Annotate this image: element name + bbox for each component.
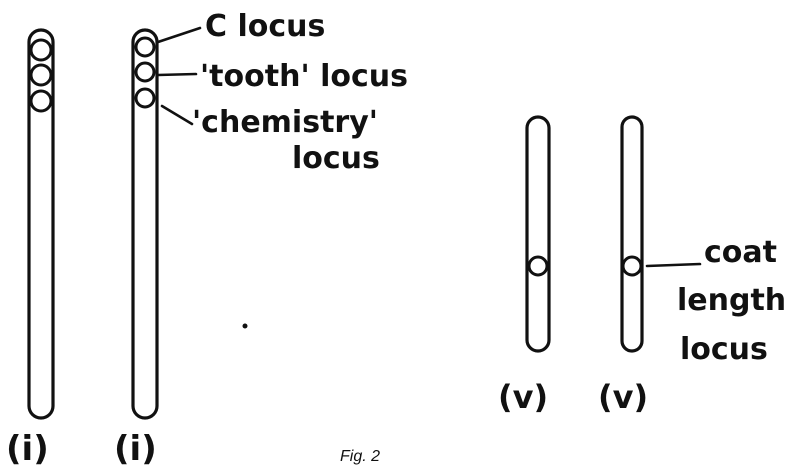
locus-marker-chemistry [29,89,53,113]
coat-length-label-line3: locus [680,332,768,367]
chromosome-i-right [131,28,159,420]
chemistry-locus-label-line1: 'chemistry' [192,105,378,140]
stray-ink-dot [242,323,248,329]
leader-line-c-locus [156,26,202,44]
locus-marker-coat-length [527,255,549,277]
figure-caption: Fig. 2 [340,448,380,465]
c-locus-label: C locus [205,9,325,44]
leader-line-coat-length-locus [645,262,702,268]
locus-marker-tooth [29,63,53,87]
locus-marker-c [134,36,156,58]
coat-length-label-line1: coat [704,235,777,270]
locus-marker-chemistry [134,87,156,109]
chromosome-body [27,28,55,420]
locus-marker-tooth [134,61,156,83]
pair-label-v-right: (v) [598,378,648,416]
chromosome-v-right [620,115,644,353]
leader-line-chemistry-locus [160,104,194,126]
tooth-locus-label: 'tooth' locus [200,59,408,94]
coat-length-label-line2: length [677,283,786,318]
chromosome-v-left [525,115,551,353]
pair-label-i-left: (i) [6,429,49,469]
chromosome-body [525,115,551,353]
leader-line-tooth-locus [156,72,198,77]
chromosome-body [620,115,644,353]
pair-label-v-left: (v) [498,378,548,416]
locus-marker-c [29,38,53,62]
chromosome-i-left [27,28,55,420]
chemistry-locus-label-line2: locus [292,141,380,176]
pair-label-i-right: (i) [114,429,157,469]
locus-marker-coat-length [621,255,643,277]
chromosome-body [131,28,159,420]
